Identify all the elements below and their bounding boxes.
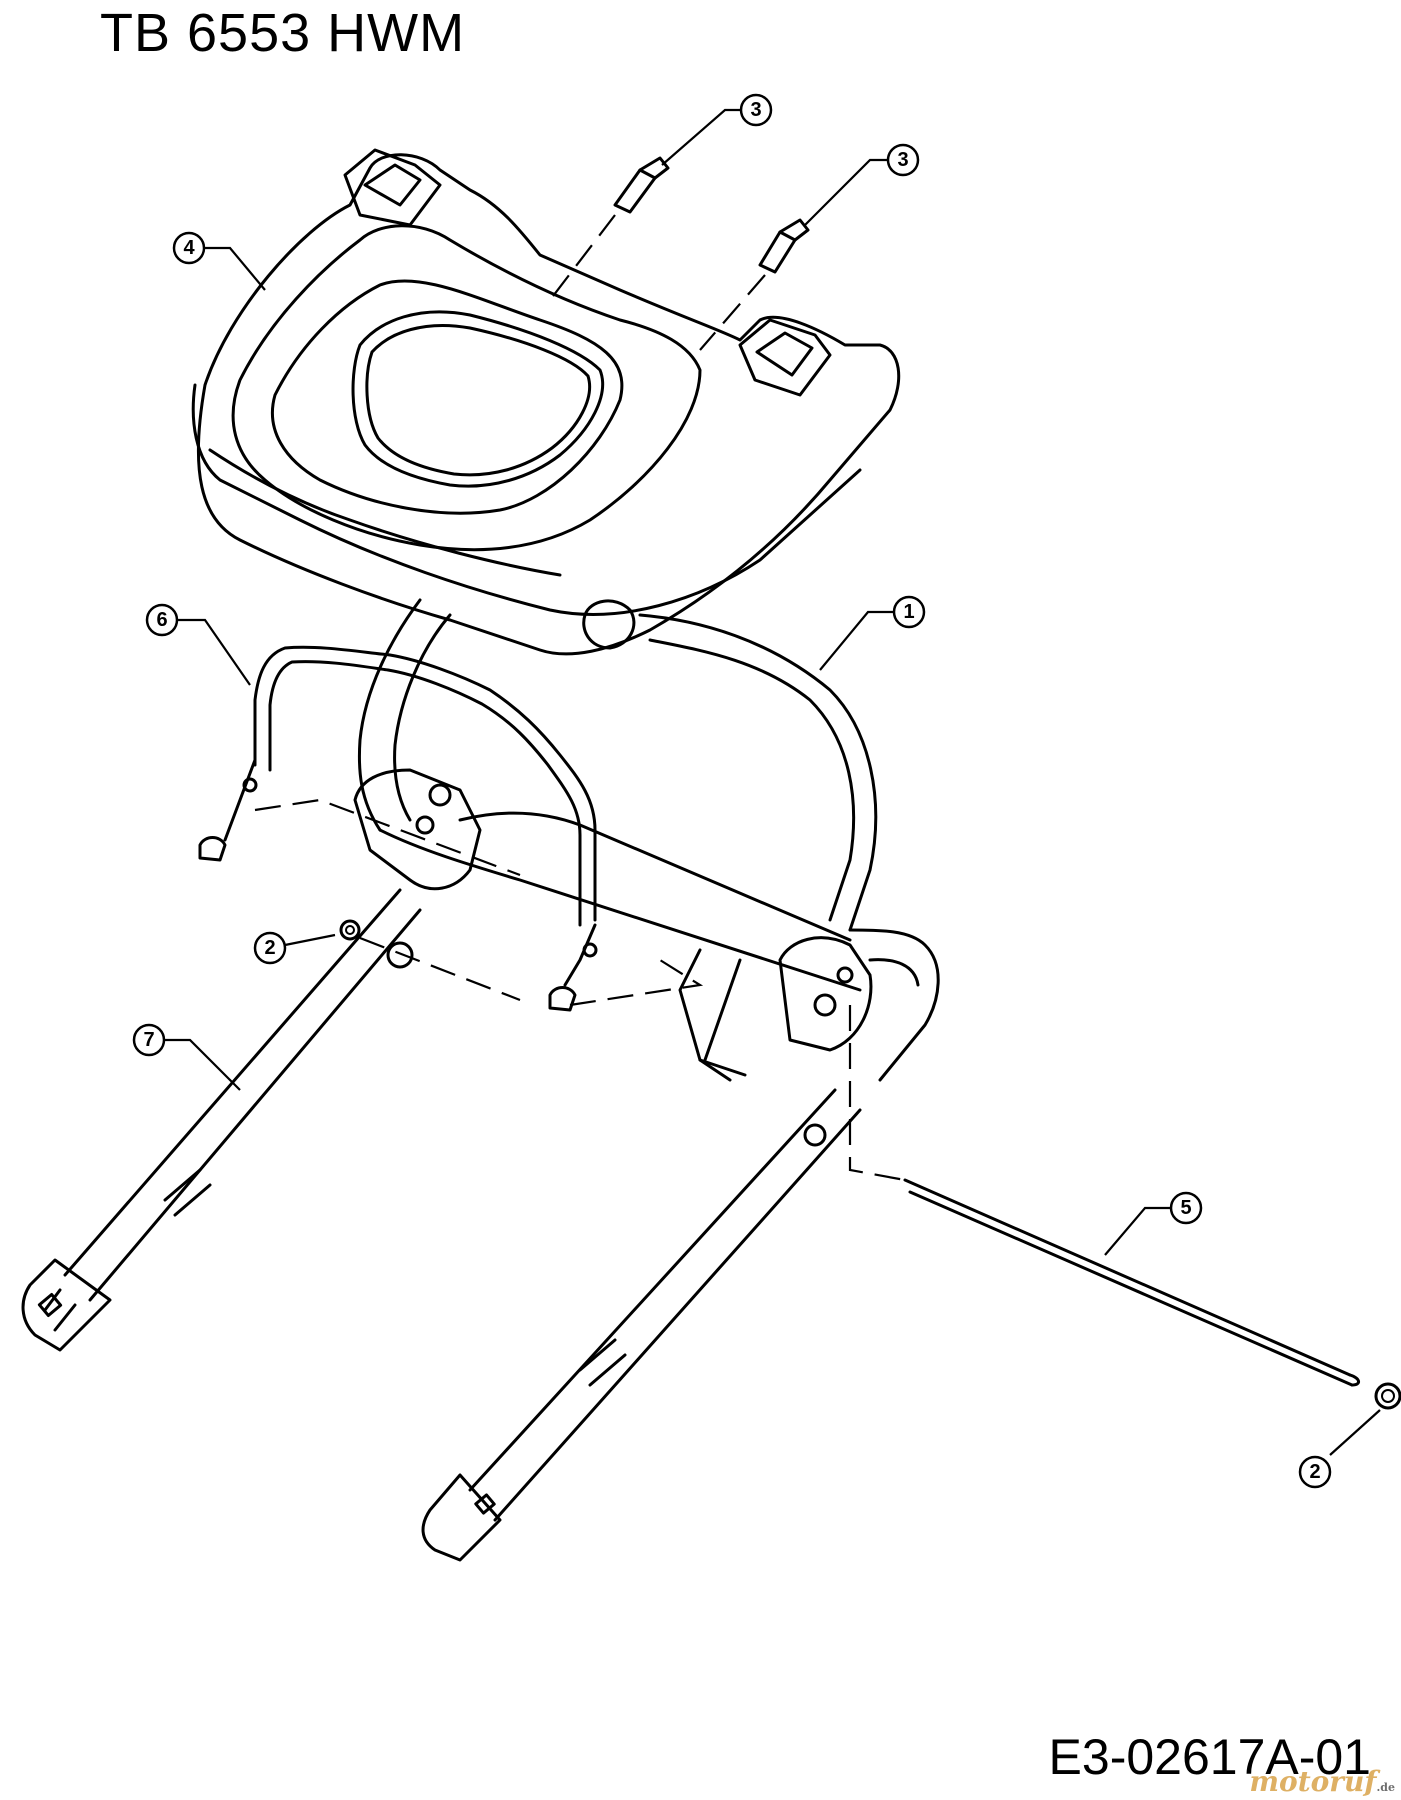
callout-part-5: 5: [1104, 1191, 1203, 1256]
callout-part-2: 2: [1298, 1409, 1381, 1489]
watermark-suffix: .de: [1376, 1781, 1395, 1794]
callout-label: 6: [156, 609, 167, 631]
upper-handle-part: [353, 598, 940, 1082]
callout-label: 5: [1180, 1197, 1191, 1219]
callout-part-6: 6: [145, 603, 251, 686]
axle-rod-part: [903, 1178, 1360, 1387]
callout-label: 3: [897, 149, 908, 171]
nut-part: [339, 919, 1401, 1410]
clip-leader-dash: [699, 274, 766, 351]
handle-panel-part: [191, 148, 901, 656]
clip-leader-dash: [549, 214, 616, 301]
linkage-rod-part: [198, 645, 598, 1012]
drawing-code: E3-02617A-01: [1048, 1729, 1371, 1785]
rod-leader-dash: [848, 1005, 906, 1182]
callout-label: 1: [903, 601, 914, 623]
callout-part-2: 2: [253, 931, 336, 965]
callout-label: 3: [750, 99, 761, 121]
callout-label: 2: [264, 937, 275, 959]
callout-label: 7: [143, 1029, 154, 1051]
callout-part-4: 4: [172, 231, 266, 291]
watermark-brand: motoruf: [1249, 1765, 1377, 1798]
callout-part-1: 1: [819, 595, 926, 671]
watermark-logo: motoruf.de: [1249, 1765, 1395, 1798]
callout-part-7: 7: [132, 1023, 241, 1091]
lower-handle-part: [21, 888, 862, 1562]
rod-leader-dash: [569, 959, 704, 1007]
callout-part-3: 3: [661, 93, 773, 166]
nut-leader-dash: [359, 936, 521, 1002]
page-title: TB 6553 HWM: [100, 3, 466, 63]
callout-label: 4: [183, 237, 195, 259]
callout-label: 2: [1309, 1461, 1320, 1483]
clip-fastener-part: [613, 156, 810, 274]
callout-part-3: 3: [804, 143, 920, 226]
rod-leader-dash: [254, 798, 521, 877]
